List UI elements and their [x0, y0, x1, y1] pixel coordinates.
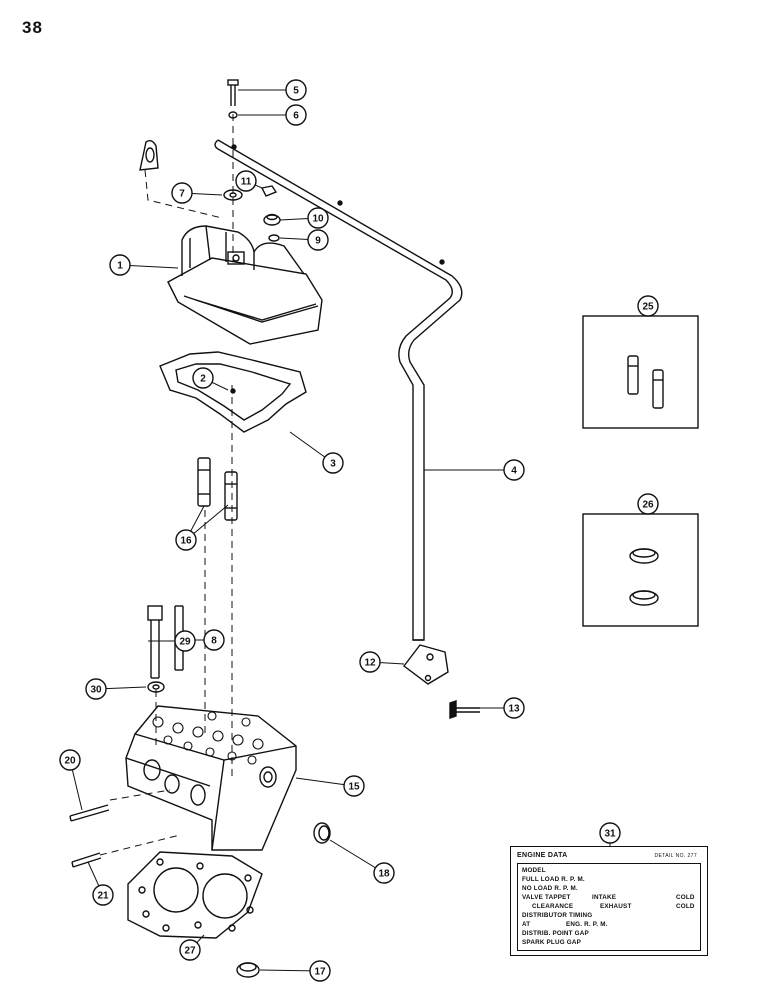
callout-label: 27 — [184, 946, 196, 957]
callout-label: 8 — [211, 636, 217, 647]
alignment-lines — [99, 114, 234, 856]
engine-data-plate: ENGINE DATA DETAIL NO. 277 MODEL FULL LO… — [510, 846, 708, 956]
callout-21: 21 — [92, 884, 114, 906]
callout-label: 31 — [604, 829, 616, 840]
callout-11: 11 — [235, 170, 257, 192]
callout-label: 18 — [378, 869, 390, 880]
callout-15: 15 — [343, 775, 365, 797]
inset-box-25 — [582, 315, 699, 429]
callout-label: 4 — [511, 466, 517, 477]
lifting-eye-part — [139, 139, 159, 171]
stud-21-part — [71, 852, 102, 868]
callout-label: 16 — [180, 536, 192, 547]
callout-2: 2 — [192, 367, 214, 389]
gasket-hole-part — [230, 388, 236, 394]
screw-part — [227, 79, 239, 106]
plate-exhaust: EXHAUST — [600, 903, 632, 910]
callout-6: 6 — [285, 104, 307, 126]
callout-label: 21 — [97, 891, 109, 902]
callout-18: 18 — [373, 862, 395, 884]
valve-cover-part — [167, 225, 323, 345]
callout-label: 15 — [348, 782, 360, 793]
head-gasket-part — [127, 851, 263, 939]
callout-label: 2 — [200, 374, 206, 385]
callout-13: 13 — [503, 697, 525, 719]
head-valve-bores — [152, 711, 264, 765]
callout-20: 20 — [59, 749, 81, 771]
washer-6-part — [228, 111, 238, 119]
nut-11-part — [260, 185, 278, 197]
callout-1: 1 — [109, 254, 131, 276]
inset-rings-part — [629, 548, 659, 606]
callout-25: 25 — [637, 295, 659, 317]
head-washer-part — [147, 681, 165, 693]
callout-16: 16 — [175, 529, 197, 551]
stud-20-part — [69, 804, 110, 822]
callout-label: 30 — [90, 685, 102, 696]
breather-tube-part — [214, 139, 463, 641]
expansion-plug-18-part — [313, 822, 331, 844]
callout-30: 30 — [85, 678, 107, 700]
callout-8: 8 — [203, 629, 225, 651]
cylinder-head-part — [125, 705, 297, 851]
callout-4: 4 — [503, 459, 525, 481]
callout-26: 26 — [637, 493, 659, 515]
callout-31: 31 — [599, 822, 621, 844]
plate-full-load: FULL LOAD R. P. M. — [522, 876, 585, 883]
callout-layer: 1234567891011121315161718202125262729303… — [59, 79, 659, 982]
plate-eng-rpm: ENG. R. P. M. — [566, 921, 608, 928]
callout-5: 5 — [285, 79, 307, 101]
callout-7: 7 — [171, 182, 193, 204]
expansion-plug-17-part — [236, 962, 260, 978]
callout-label: 7 — [179, 189, 185, 200]
callout-label: 20 — [64, 756, 76, 767]
callout-label: 13 — [508, 704, 520, 715]
callout-label: 5 — [293, 86, 299, 97]
callout-label: 17 — [314, 967, 326, 978]
callout-label: 11 — [241, 177, 252, 188]
inset-box-26 — [582, 513, 699, 627]
plate-clearance: CLEARANCE — [532, 903, 574, 910]
callout-label: 1 — [117, 261, 123, 272]
callout-label: 3 — [330, 459, 336, 470]
plate-valve-tappet: VALVE TAPPET — [522, 894, 571, 901]
plate-cold-2: COLD — [676, 903, 695, 910]
plate-distributor-timing: DISTRIBUTOR TIMING — [522, 912, 593, 919]
plate-intake: INTAKE — [592, 894, 617, 901]
washer-9-part — [268, 234, 280, 242]
callout-label: 9 — [315, 236, 321, 247]
callout-9: 9 — [307, 229, 329, 251]
callout-label: 10 — [312, 214, 324, 225]
tube-flange-part — [403, 644, 449, 685]
valve-cover-gasket-part — [159, 351, 307, 433]
callout-label: 6 — [293, 111, 299, 122]
callout-29: 29 — [174, 630, 196, 652]
callout-label: 25 — [642, 302, 654, 313]
page-number: 38 — [22, 18, 43, 37]
pipes-16-part — [197, 457, 238, 521]
callout-10: 10 — [307, 207, 329, 229]
plate-inner-frame: MODEL FULL LOAD R. P. M. NO LOAD R. P. M… — [517, 863, 701, 951]
callout-12: 12 — [359, 651, 381, 673]
callout-3: 3 — [322, 452, 344, 474]
plate-detail-number: DETAIL NO. 277 — [654, 853, 697, 859]
callout-label: 29 — [179, 637, 191, 648]
callout-label: 26 — [642, 500, 654, 511]
head-bolt-part — [147, 605, 163, 679]
flange-bolt-part — [449, 700, 480, 719]
callout-17: 17 — [309, 960, 331, 982]
plate-at: AT — [522, 921, 531, 928]
plate-spark-plug-gap: SPARK PLUG GAP — [522, 939, 582, 946]
callout-27: 27 — [179, 939, 201, 961]
plate-cold-1: COLD — [676, 894, 695, 901]
inset-pipes-part — [627, 355, 664, 409]
washer-7-part — [223, 189, 243, 201]
plate-distrib-point-gap: DISTRIB. POINT GAP — [522, 930, 589, 937]
plate-title: ENGINE DATA — [517, 852, 568, 859]
plate-no-load: NO LOAD R. P. M. — [522, 885, 578, 892]
callout-label: 12 — [364, 658, 376, 669]
plate-model: MODEL — [522, 867, 546, 874]
